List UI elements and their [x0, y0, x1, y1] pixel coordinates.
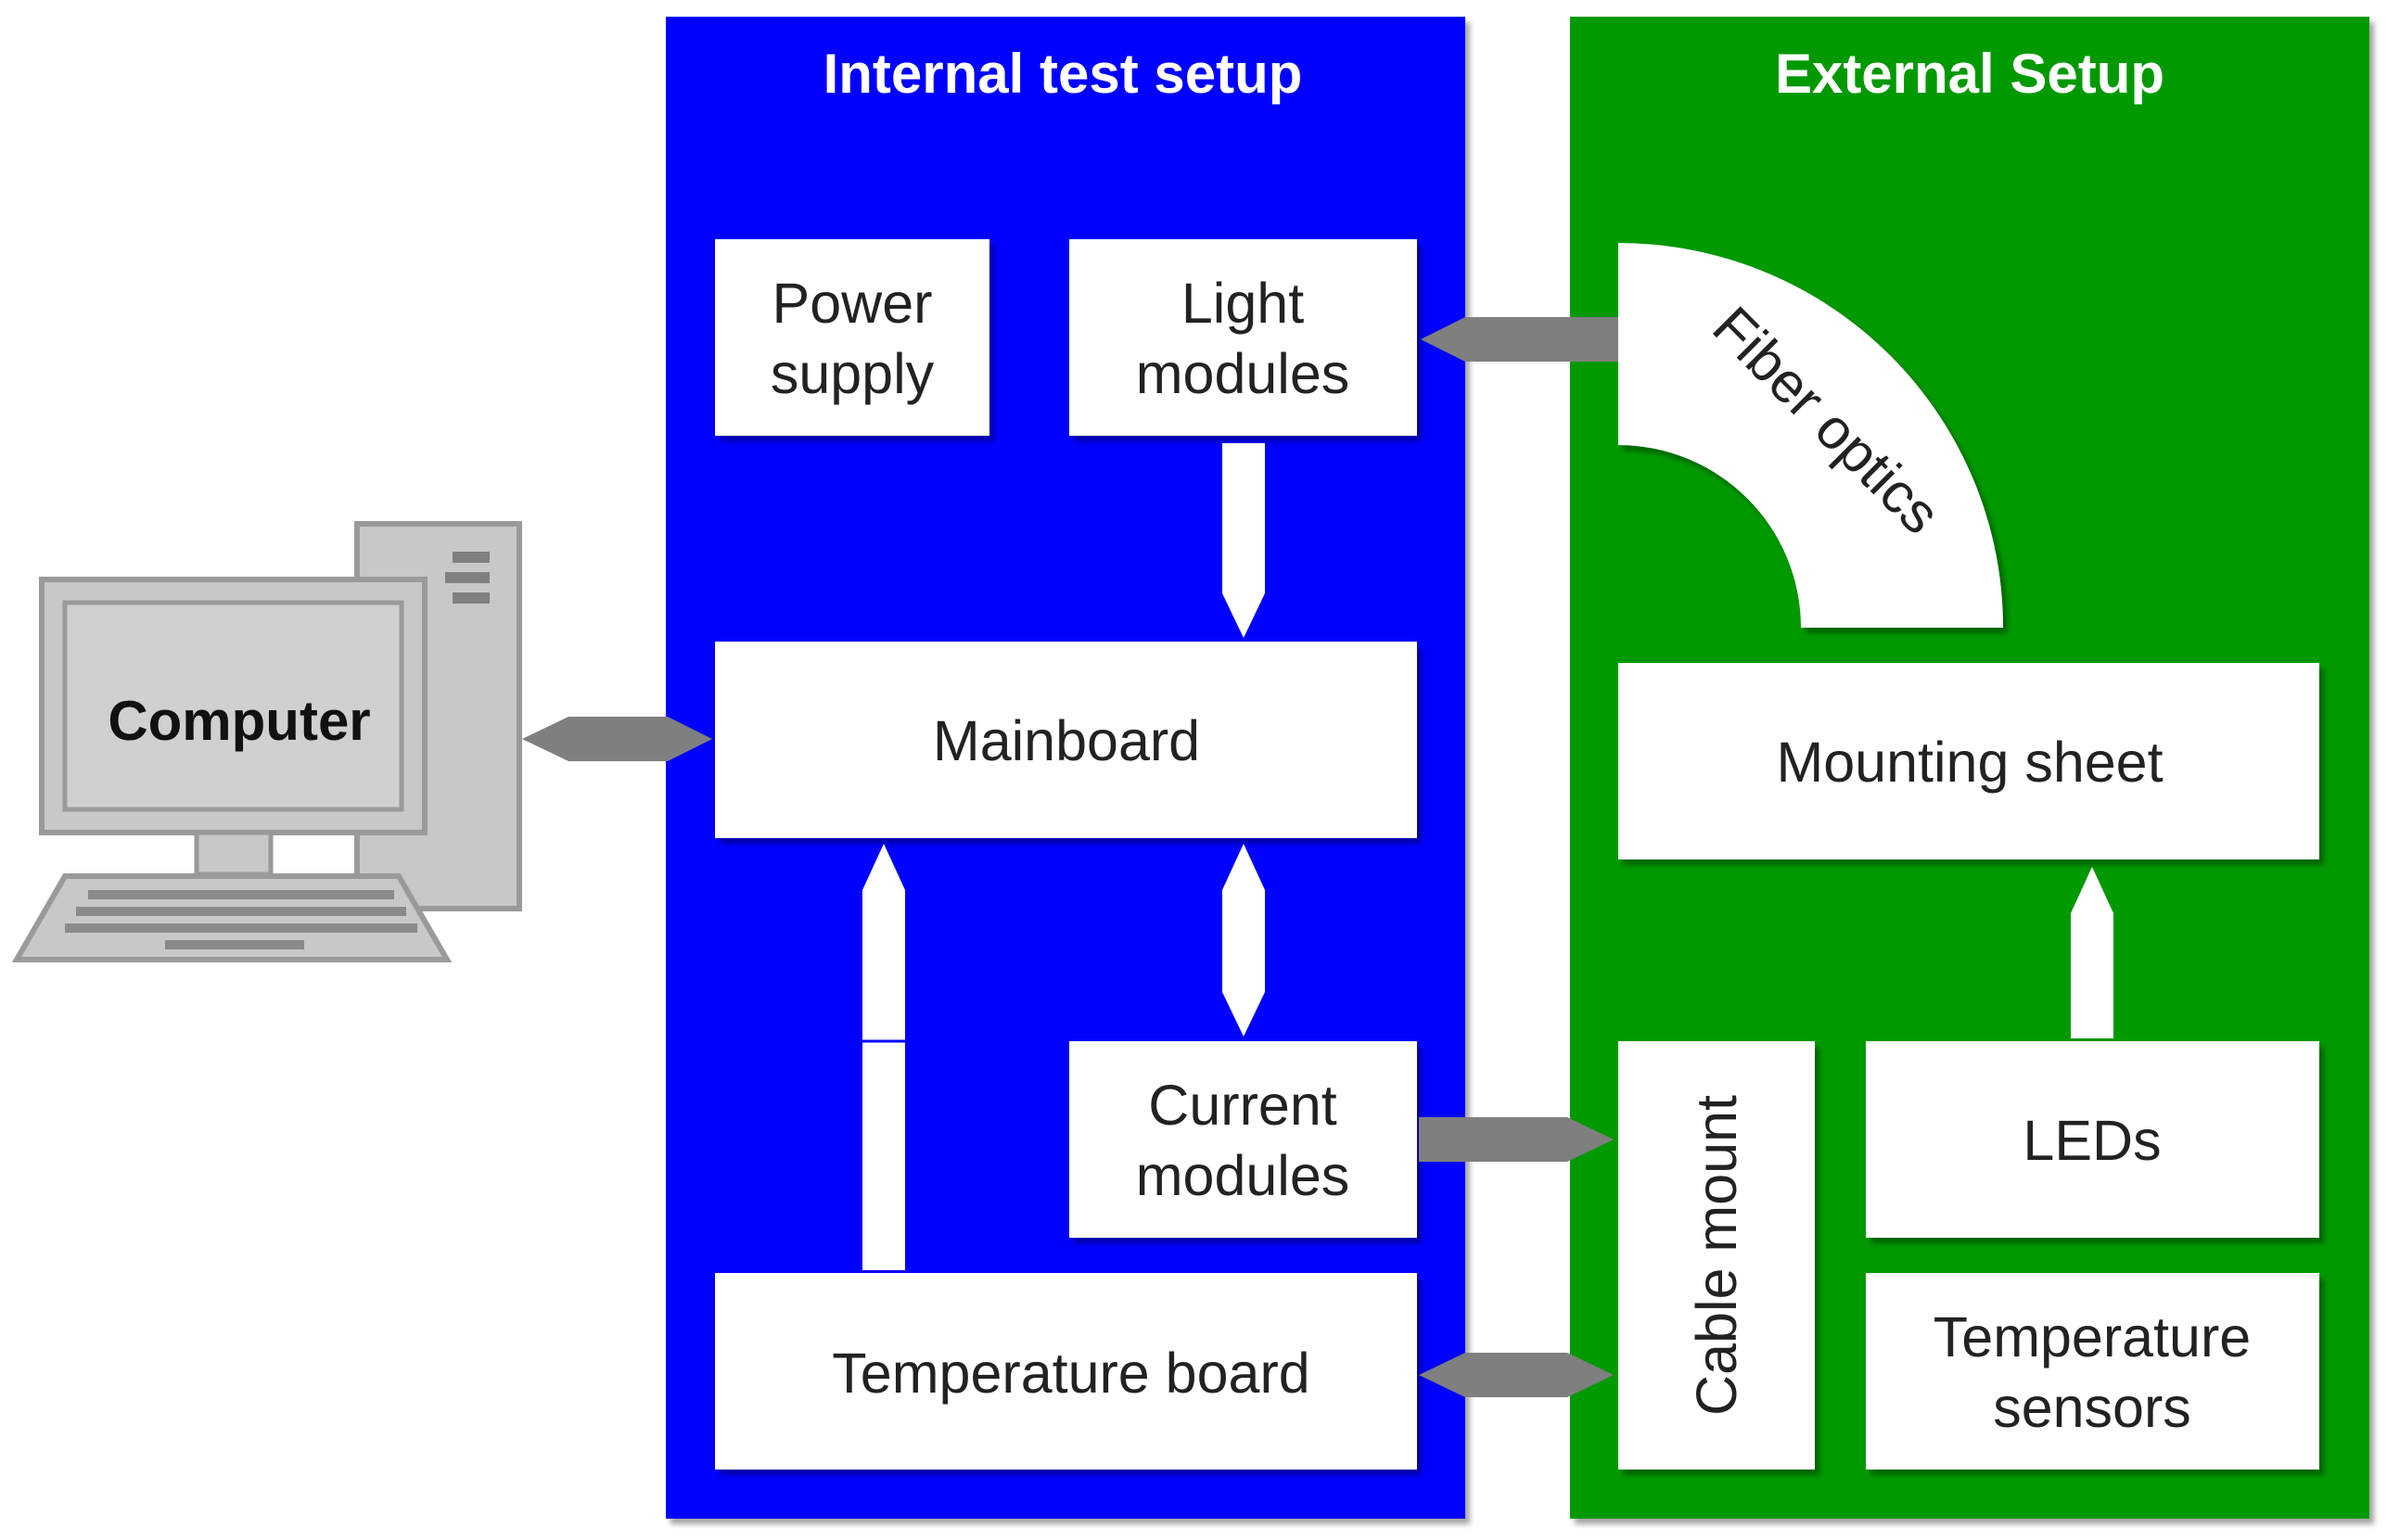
power-supply-label-line2: supply — [771, 342, 935, 405]
arrow-leds-to-mounting-sheet — [2071, 867, 2113, 1038]
arrow-fiber-to-light-modules — [1421, 317, 1618, 362]
mainboard-label: Mainboard — [933, 709, 1200, 772]
computer-icon: Computer — [11, 521, 522, 962]
light-modules-label-line1: Light — [1181, 272, 1304, 335]
power-supply-box: Power supply — [715, 239, 989, 436]
internal-panel-title: Internal test setup — [823, 43, 1303, 105]
temperature-sensors-box: Temperature sensors — [1866, 1273, 2319, 1470]
light-modules-label-line2: modules — [1136, 342, 1350, 405]
arrow-temperature-cable-bidir — [1419, 1353, 1614, 1397]
power-supply-label-line1: Power — [772, 272, 933, 335]
arrow-computer-mainboard-bidir — [522, 717, 712, 761]
arrow-current-mainboard-bidir — [1222, 844, 1265, 1037]
cable-mount-box: Cable mount — [1618, 1041, 1815, 1470]
current-modules-label-line2: modules — [1136, 1144, 1350, 1207]
temperature-board-box: Temperature board — [715, 1273, 1417, 1470]
temperature-sensors-label-line2: sensors — [1993, 1376, 2191, 1439]
fiber-optics-shape — [1618, 243, 2003, 628]
mounting-sheet-label: Mounting sheet — [1776, 731, 2163, 794]
current-modules-box: Current modules — [1069, 1041, 1417, 1238]
external-panel-title: External Setup — [1775, 43, 2164, 105]
leds-box: LEDs — [1866, 1041, 2319, 1238]
mainboard-box: Mainboard — [715, 642, 1417, 838]
light-modules-box: Light modules — [1069, 239, 1417, 436]
temperature-sensors-label-line1: Temperature — [1934, 1305, 2251, 1368]
arrow-temperature-to-mainboard — [862, 844, 905, 1270]
current-modules-label-line1: Current — [1148, 1074, 1336, 1137]
cable-mount-label: Cable mount — [1685, 1095, 1748, 1416]
computer-label: Computer — [108, 690, 370, 752]
arrow-light-to-mainboard — [1222, 443, 1265, 638]
temperature-board-label: Temperature board — [832, 1342, 1309, 1405]
mounting-sheet-box: Mounting sheet — [1618, 663, 2319, 859]
leds-label: LEDs — [2023, 1109, 2161, 1172]
arrow-current-to-cable-mount — [1419, 1117, 1614, 1162]
